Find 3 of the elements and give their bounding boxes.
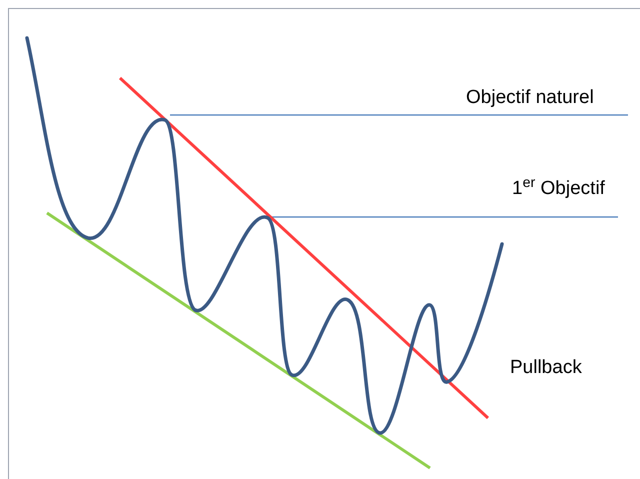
level-label: Objectif naturel: [466, 86, 594, 110]
level-label: 1$^{er}$ Objectif: [512, 175, 605, 201]
level-label: Pullback: [510, 356, 582, 380]
